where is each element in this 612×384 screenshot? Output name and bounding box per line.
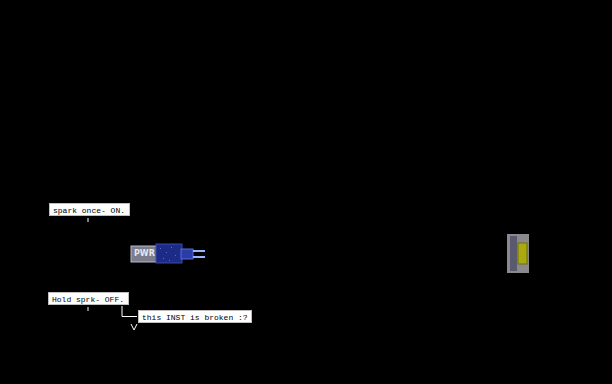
tooltip-text: this INST is broken :? (142, 313, 248, 322)
tooltip-box: this INST is broken :? (138, 310, 252, 323)
socket-housing (507, 234, 529, 273)
device-label: PWR (134, 249, 155, 259)
socket-slot (518, 243, 527, 264)
plug-speckles (160, 247, 176, 261)
tooltip-tick (88, 307, 89, 311)
tooltip-text: spark once- ON. (53, 206, 125, 215)
plug-tip (181, 249, 193, 259)
tooltip-box: Hold sprk- OFF. (48, 292, 129, 305)
tooltip-connector (122, 306, 137, 317)
plug-body (156, 244, 182, 263)
plug-prong (193, 250, 205, 252)
speech-tail (131, 324, 137, 330)
tooltip-box: spark once- ON. (49, 203, 130, 216)
plug-prong (193, 256, 205, 258)
tooltip-tick (88, 218, 89, 222)
socket-stripe (510, 236, 517, 271)
tooltip-text: Hold sprk- OFF. (52, 295, 124, 304)
plug-label-plate (131, 246, 157, 262)
